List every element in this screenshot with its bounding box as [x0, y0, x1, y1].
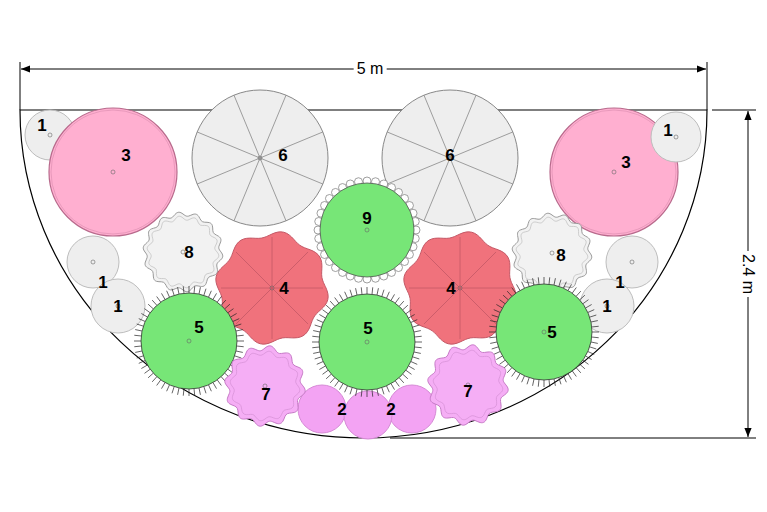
plant-symbol	[641, 102, 711, 172]
plant-circle: 1	[641, 102, 711, 172]
plant-number: 5	[547, 324, 556, 341]
plant-circle: 7	[420, 337, 516, 433]
plant-circle: 9	[310, 173, 424, 287]
plant-number: 8	[184, 244, 193, 261]
plant-number: 1	[98, 274, 107, 291]
plant-number: 1	[602, 298, 611, 315]
dimension-tick	[707, 62, 708, 110]
plant-number: 7	[463, 383, 472, 400]
plant-number: 3	[121, 147, 130, 164]
plant-circle: 6	[182, 80, 338, 236]
plant-number: 6	[445, 147, 454, 164]
plant-number: 1	[37, 117, 46, 134]
plant-number: 4	[446, 280, 455, 297]
dimension-tick	[712, 110, 756, 111]
plant-number: 1	[113, 298, 122, 315]
plant-circle: 5	[309, 284, 425, 400]
plant-number: 1	[615, 274, 624, 291]
plant-number: 8	[556, 247, 565, 264]
plant-symbol	[310, 173, 424, 287]
dimension-label: 5 m	[354, 61, 387, 77]
plant-number: 3	[621, 154, 630, 171]
dimension-tick	[20, 62, 21, 110]
plant-number: 1	[663, 122, 672, 139]
plant-circle	[344, 391, 392, 439]
plant-number: 2	[383, 401, 398, 418]
dimension-label: 2.4 m	[740, 251, 756, 297]
plant-number: 7	[261, 386, 270, 403]
dimension-tick	[390, 438, 756, 439]
plant-number: 4	[279, 280, 288, 297]
plant-circle: 7	[217, 338, 313, 434]
plant-number: 2	[334, 401, 349, 418]
plant-symbol	[309, 284, 425, 400]
plant-number: 9	[362, 210, 371, 227]
plant-number: 5	[194, 319, 203, 336]
plant-symbol	[182, 80, 338, 236]
plant-number: 5	[363, 320, 372, 337]
plant-number: 6	[278, 147, 287, 164]
